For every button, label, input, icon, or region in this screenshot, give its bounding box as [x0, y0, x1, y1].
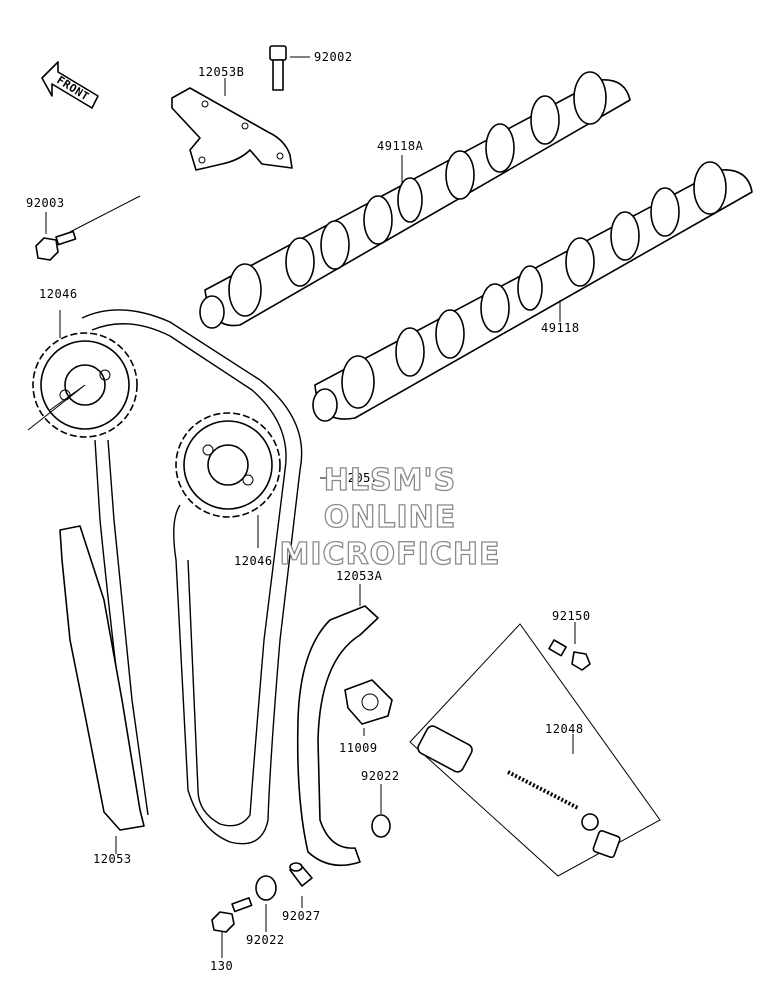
washer-92022-right [371, 814, 391, 838]
watermark: HLSM'S ONLINE MICROFICHE [279, 462, 501, 572]
label-12046-bottom: 12046 [234, 554, 273, 568]
label-12046-top: 12046 [39, 287, 78, 301]
label-92022-right: 92022 [361, 769, 400, 783]
guide-bracket-12053b [171, 87, 293, 171]
label-11009: 11009 [339, 741, 378, 755]
tensioner-12048 [409, 623, 661, 877]
collar-92027 [289, 862, 313, 887]
label-92022-lower: 92022 [246, 933, 285, 947]
label-130: 130 [210, 959, 233, 973]
label-49118: 49118 [541, 321, 580, 335]
sprocket-12046-right [175, 412, 281, 518]
label-92150: 92150 [552, 609, 591, 623]
label-12053b: 12053B [198, 65, 244, 79]
front-arrow-icon: FRONT [41, 61, 99, 109]
label-12053a: 12053A [336, 569, 383, 583]
label-92002: 92002 [314, 50, 353, 64]
watermark-line-2: ONLINE [324, 500, 457, 535]
bolt-92150 [548, 639, 591, 671]
label-92003: 92003 [26, 196, 65, 210]
watermark-line-1: HLSM'S [324, 463, 456, 498]
watermark-line-3: MICROFICHE [280, 537, 501, 572]
bolt-92002 [269, 45, 287, 91]
label-12053: 12053 [93, 852, 132, 866]
tensioner-guide-12053a [296, 605, 379, 867]
chain-guide-12053 [59, 525, 145, 831]
camshaft-49118a [199, 71, 631, 329]
bolt-130 [211, 897, 253, 933]
part-labels: 92002 12053B 49118A 92003 12046 49118 92… [26, 50, 591, 973]
label-92027: 92027 [282, 909, 321, 923]
label-12048: 12048 [545, 722, 584, 736]
label-49118a: 49118A [377, 139, 424, 153]
leader-lines [27, 56, 576, 958]
label-92057: 92057 [340, 471, 379, 485]
camshaft-49118 [312, 161, 753, 422]
bolt-92003 [35, 230, 77, 261]
gasket-11009 [344, 679, 393, 725]
washer-92022-lower [255, 875, 277, 901]
